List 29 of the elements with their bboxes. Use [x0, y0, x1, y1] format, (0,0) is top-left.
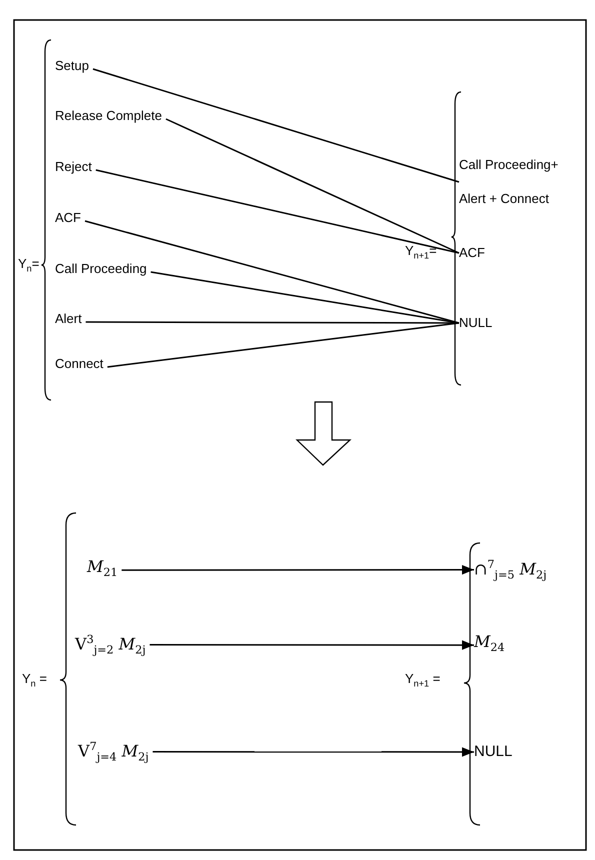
set-label: Y$_{n}$ =	[22, 671, 47, 689]
message-label: NULL	[459, 315, 492, 331]
formula: M$_{21}$	[87, 557, 118, 584]
arrow	[152, 747, 474, 757]
connector-line	[166, 118, 460, 254]
message-label: Reject	[55, 159, 92, 175]
set-label: Y$_{n+1}$=	[405, 243, 437, 261]
message-label: Setup	[55, 58, 89, 74]
connector-line	[96, 169, 460, 254]
formula: M$_{24}$	[474, 632, 505, 658]
arrow	[150, 640, 474, 650]
message-label: Connect	[55, 356, 104, 372]
formula: V$^{7}$$_{j=4}$ M$_{2j}$	[78, 736, 149, 768]
connector-line	[84, 220, 460, 324]
message-label: Alert	[55, 311, 82, 327]
message-label: ACF	[459, 245, 485, 261]
formula: ∩$^{7}$$_{j=5}$ M$_{2j}$	[474, 554, 547, 586]
formula: NULL	[474, 744, 512, 760]
set-label: Y$_{n}$=	[18, 256, 40, 274]
message-label: Call Proceeding	[55, 261, 147, 277]
connector-line	[107, 322, 460, 368]
formula: V$^{3}$$_{j=2}$ M$_{2j}$	[75, 630, 146, 660]
message-label: Call Proceeding+ Alert + Connect	[459, 148, 569, 216]
connector-line	[86, 321, 459, 324]
message-label: Release Complete	[55, 108, 162, 124]
set-label: Y$_{n+1}$ =	[405, 671, 440, 689]
connector-line	[92, 68, 460, 183]
arrow	[122, 564, 474, 575]
message-label: ACF	[55, 210, 81, 226]
